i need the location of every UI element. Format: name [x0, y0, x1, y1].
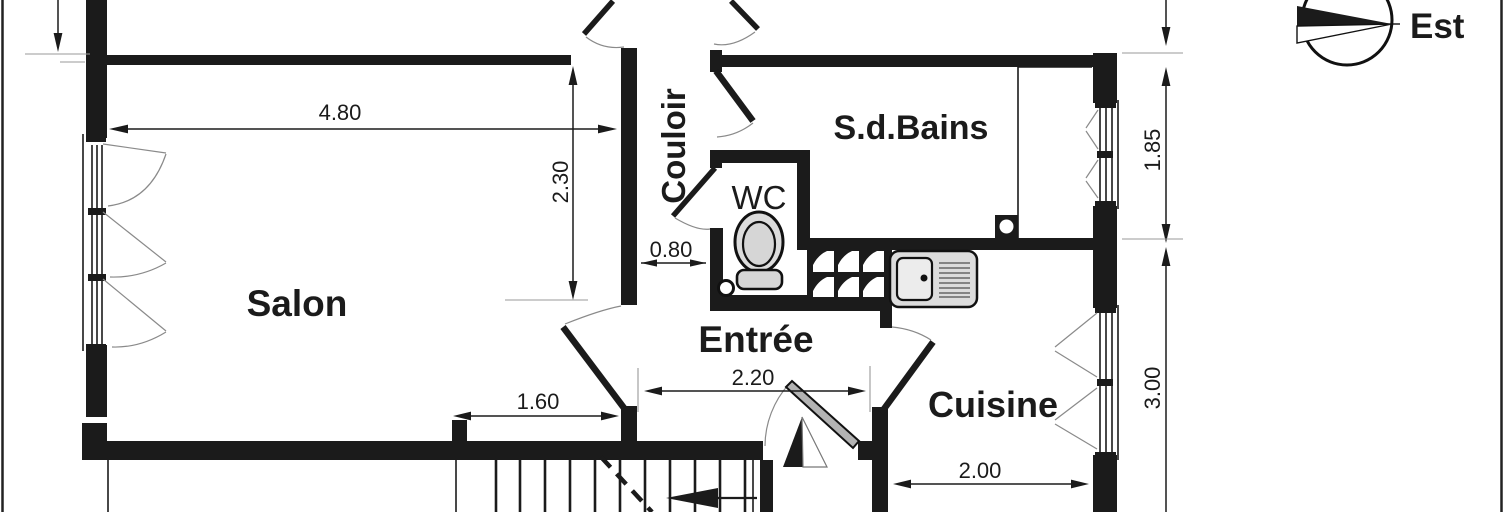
- window-divider: [1097, 379, 1113, 386]
- staircase: [107, 455, 757, 512]
- kitchen-sink-icon: [888, 249, 979, 309]
- wall-wc-right: [797, 150, 810, 250]
- door-top-left: [581, 0, 625, 49]
- duct-column: [995, 215, 1018, 238]
- door-wc: [670, 166, 718, 230]
- entry-direction-arrow-icon: [783, 416, 828, 468]
- wall-wc-top: [717, 150, 810, 163]
- wall-couloir-left-upper: [621, 48, 637, 305]
- window-divider: [88, 274, 106, 281]
- dim-label: 0.80: [650, 237, 693, 262]
- door-entrance: [764, 379, 861, 450]
- stair-cut-line: [599, 455, 654, 512]
- salon-label: Salon: [247, 283, 348, 324]
- compass-east-label: Est: [1410, 7, 1465, 46]
- window-cap: [1095, 201, 1116, 210]
- wc-label: WC: [732, 179, 787, 216]
- window-divider: [1097, 151, 1113, 158]
- entree-label: Entrée: [698, 319, 813, 360]
- wall-top-bathroom: [722, 55, 1093, 67]
- dimension-bathroom-depth: 1.85: [1122, 52, 1183, 243]
- salon-window: [82, 131, 167, 355]
- dim-label: 3.00: [1140, 367, 1165, 410]
- window-divider: [88, 208, 106, 215]
- wall-left-mid: [86, 345, 107, 417]
- dim-label: 2.30: [548, 161, 573, 204]
- bathroom-label: S.d.Bains: [834, 109, 989, 147]
- walls: [82, 0, 1117, 512]
- door-bathroom: [713, 69, 756, 138]
- window-cap: [86, 344, 106, 355]
- wall-stub-couloir-right: [710, 50, 722, 72]
- dimension-salon-depth: 2.30: [505, 66, 588, 301]
- dim-label: 2.00: [959, 458, 1002, 483]
- window-cap: [86, 131, 106, 142]
- door-top-right: [713, 0, 760, 46]
- compass-rose: [1296, 0, 1400, 67]
- window-cap: [1095, 99, 1116, 108]
- window-cap: [1095, 304, 1116, 313]
- dimension-stair-width: 1.60: [453, 389, 619, 421]
- dimension-kitchen-depth: 3.00: [1140, 247, 1171, 512]
- dimension-entree-width: 2.20: [637, 365, 871, 412]
- wall-right-lower: [1093, 455, 1117, 512]
- dim-label: 1.60: [517, 389, 560, 414]
- bathroom-window: [1085, 99, 1119, 210]
- dimension-cutoff-top-left: [25, 0, 90, 63]
- dimension-cutoff-top-right: [1161, 0, 1171, 46]
- dimension-kitchen-width: 2.00: [893, 458, 1089, 489]
- compass-needle-white: [1296, 23, 1393, 44]
- dim-label: 4.80: [319, 100, 362, 125]
- wall-right-upper: [1093, 53, 1117, 103]
- toilet-icon: [733, 210, 785, 291]
- wall-bottom-right: [858, 441, 888, 460]
- window-cap: [1095, 452, 1116, 461]
- tiled-counter: [807, 245, 888, 302]
- wall-top-salon: [107, 55, 571, 65]
- wc-paper-holder-icon: [717, 279, 735, 297]
- cuisine-label: Cuisine: [928, 384, 1058, 425]
- dimension-salon-width: 4.80: [109, 100, 617, 134]
- wall-stair-right: [760, 460, 773, 512]
- wall-bottom-main: [82, 441, 763, 460]
- wall-stair-stub: [452, 420, 467, 442]
- stair-direction-arrow-icon: [666, 488, 718, 508]
- dim-label: 1.85: [1140, 129, 1165, 172]
- compass-needle-black: [1297, 6, 1392, 26]
- door-salon: [560, 305, 630, 414]
- dimension-couloir-width: 0.80: [641, 237, 706, 267]
- kitchen-window: [1054, 304, 1119, 461]
- bathtub: [1017, 66, 1092, 238]
- wall-wc-left-lower: [710, 228, 723, 298]
- door-kitchen: [878, 326, 936, 415]
- wall-left-upper: [86, 0, 107, 138]
- wall-right-mid: [1093, 206, 1117, 308]
- dim-label: 2.20: [732, 365, 775, 390]
- entrance-door-leaf: [784, 379, 861, 450]
- couloir-label: Couloir: [655, 88, 692, 204]
